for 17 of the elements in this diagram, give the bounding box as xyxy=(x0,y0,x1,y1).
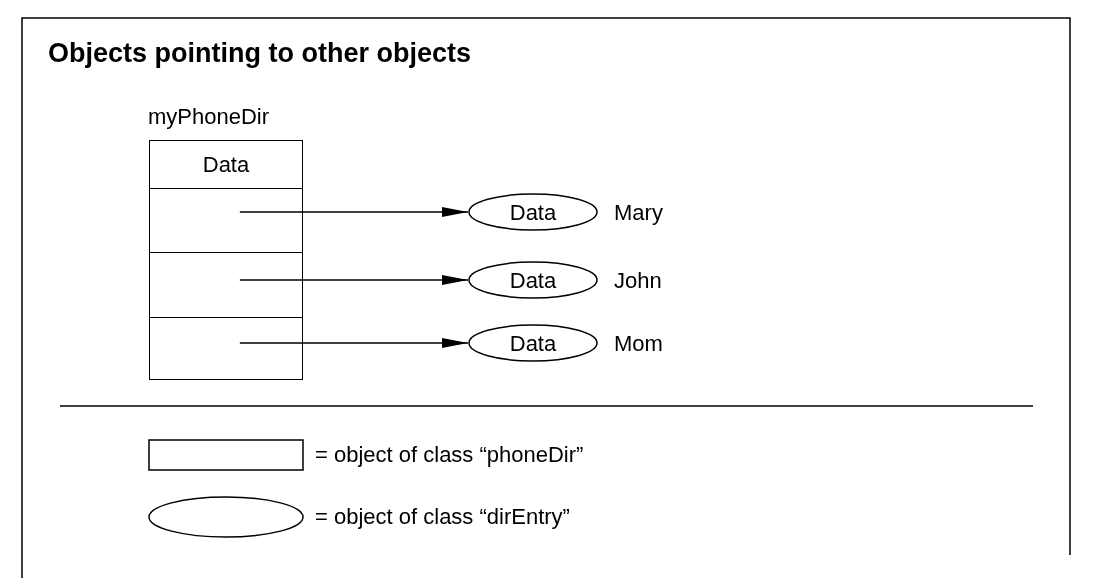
object-ellipse xyxy=(468,193,598,231)
object-label: Data xyxy=(508,268,558,294)
object-label: Data xyxy=(508,200,558,226)
legend-text: = object of class “dirEntry” xyxy=(315,504,570,530)
entry-name: Mom xyxy=(614,331,663,357)
object-ellipse xyxy=(468,324,598,362)
title: Objects pointing to other objects xyxy=(48,38,471,69)
object-ellipse xyxy=(468,261,598,299)
arrow xyxy=(239,338,469,348)
cell-text: Data xyxy=(202,151,250,178)
object-name: myPhoneDir xyxy=(148,104,270,130)
legend-text: = object of class “phoneDir” xyxy=(315,442,584,468)
arrow xyxy=(239,207,469,217)
entry-name: John xyxy=(614,268,662,294)
entry-name: Mary xyxy=(614,200,663,226)
arrow xyxy=(239,275,469,285)
object-label: Data xyxy=(508,331,558,357)
